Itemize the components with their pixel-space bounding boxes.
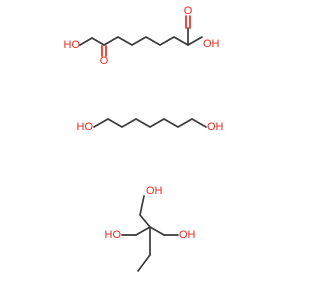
- bond-c1-c2: [91, 37, 105, 46]
- oh-right-label: OH: [207, 121, 224, 133]
- molecule-trimethylolpropane: OH HO OH: [105, 185, 196, 272]
- chemical-structures: HO O O OH HO OH OH HO OH: [64, 5, 224, 272]
- bond-ch2-oh-top: [139, 195, 145, 216]
- oh-left-label: HO: [64, 39, 81, 51]
- bond-ethyl: [137, 254, 151, 272]
- bond-oh-c1: [79, 37, 93, 46]
- oh-left-label: HO: [105, 229, 122, 241]
- oh-top-label: OH: [146, 185, 163, 197]
- structure-canvas: HO O O OH HO OH OH HO OH: [63, 5, 224, 272]
- carbonyl-o-bottom-label: O: [100, 55, 109, 67]
- oh-left-label: HO: [77, 121, 94, 133]
- molecule-adipic-acid: HO O O OH: [64, 5, 220, 67]
- bond-center-ch2-left: [135, 226, 151, 236]
- bond-chain: [103, 36, 189, 46]
- oh-right-label: OH: [203, 38, 220, 50]
- bond-chain: [93, 118, 207, 128]
- carbonyl-o-top-label: O: [184, 5, 193, 17]
- bond-center-ch2-right: [149, 226, 165, 236]
- oh-right-label: OH: [179, 229, 196, 241]
- molecule-hexanediol: HO OH: [77, 118, 224, 133]
- bond-center-ch2-top: [139, 214, 151, 228]
- bond-c6-oh: [187, 36, 203, 46]
